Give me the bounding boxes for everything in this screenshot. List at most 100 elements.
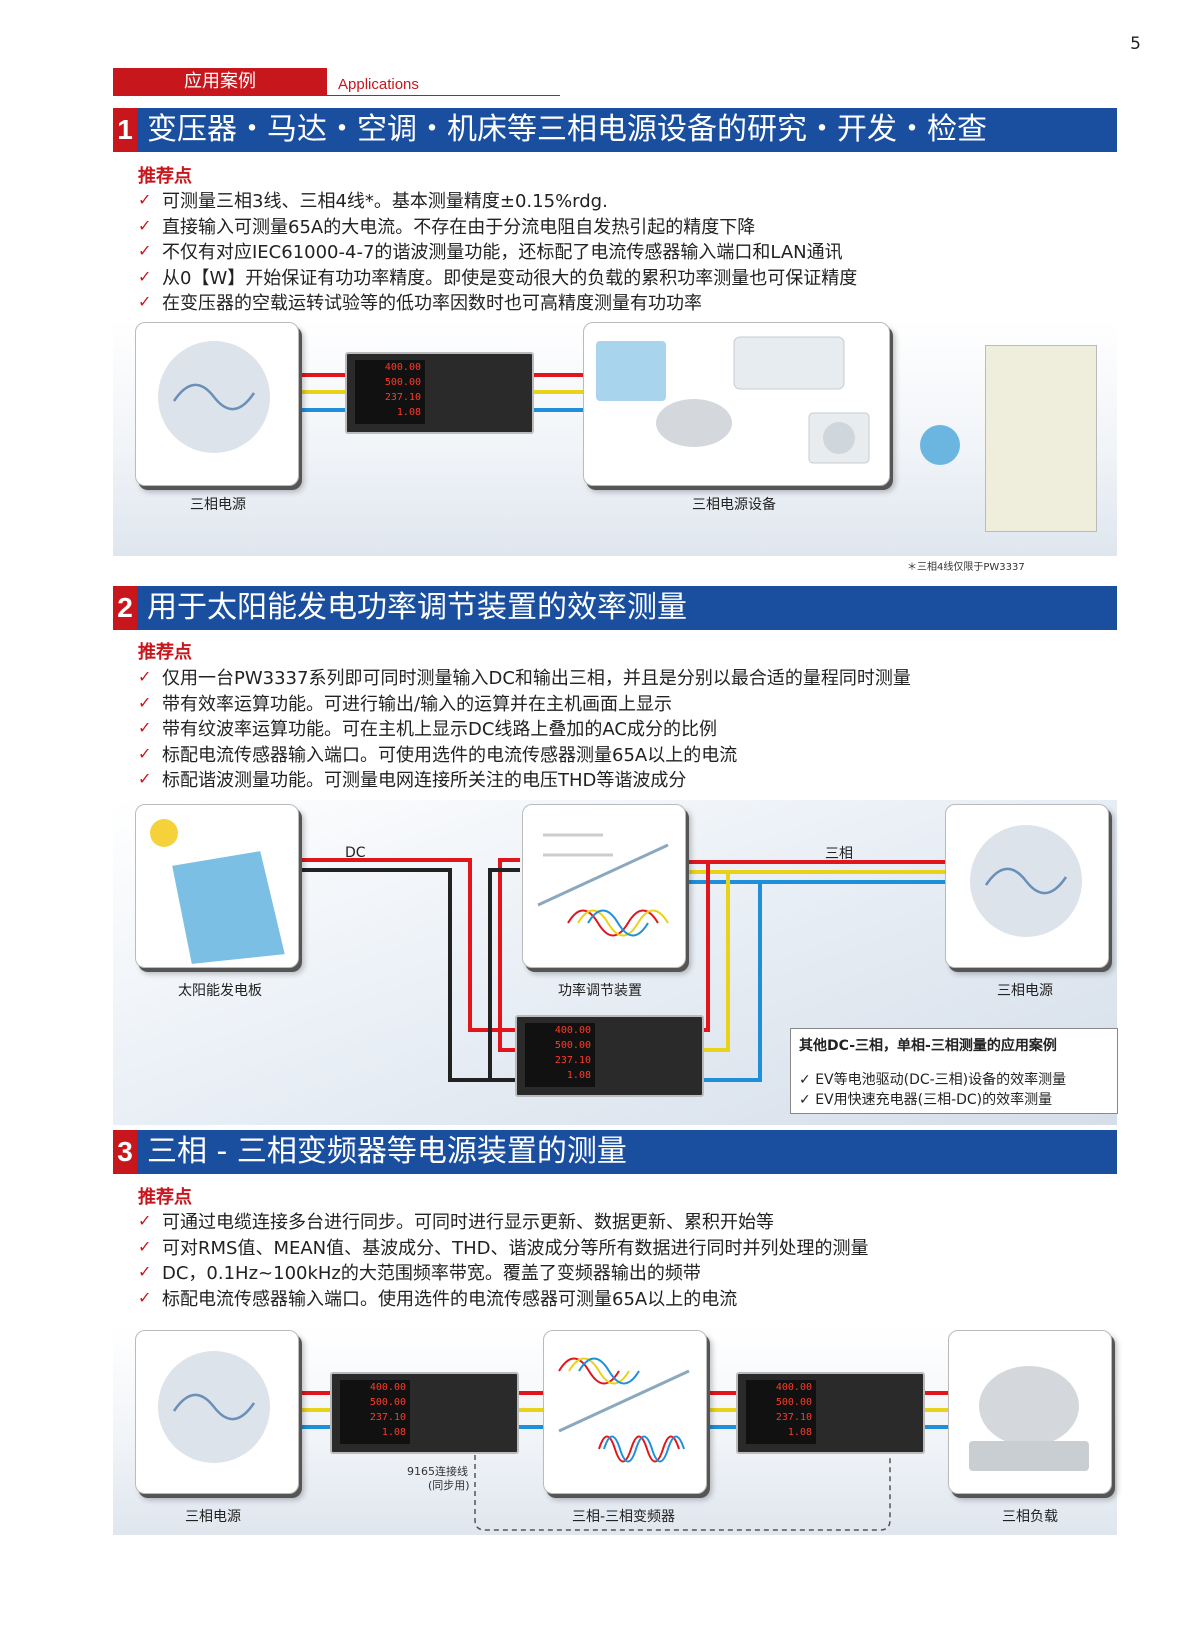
- meter-reading: 1.08: [396, 407, 421, 418]
- caption-source: 三相电源: [190, 497, 246, 513]
- recommend-label: 推荐点: [138, 166, 192, 187]
- list-item: ✓标配电流传感器输入端口。使用选件的电流传感器可测量65A以上的电流: [138, 1287, 869, 1313]
- meter-display: 400.00 500.00 237.10 1.08: [340, 1380, 410, 1444]
- meter-reading: 400.00: [369, 1382, 406, 1393]
- list-item: ✓标配电流传感器输入端口。可使用选件的电流传感器测量65A以上的电流: [138, 743, 911, 769]
- three-phase-source-card: [945, 804, 1109, 968]
- check-icon: ✓: [138, 1236, 152, 1256]
- info-box-title: 其他DC-三相，单相-三相测量的应用案例: [799, 1038, 1057, 1054]
- test-rack-icon: [985, 345, 1097, 532]
- caption-solar: 太阳能发电板: [178, 983, 262, 999]
- section-title: 变压器・马达・空调・机床等三相电源设备的研究・开发・检查: [147, 112, 987, 147]
- meter-display: 400.00 500.00 237.10 1.08: [355, 360, 425, 424]
- check-icon: ✓: [138, 190, 152, 209]
- section-title: 三相 - 三相变频器等电源装置的测量: [147, 1134, 627, 1169]
- section-2-header: 2 用于太阳能发电功率调节装置的效率测量: [113, 586, 1117, 630]
- page-number: 5: [1130, 34, 1141, 54]
- list-item: ✓仅用一台PW3337系列即可同时测量输入DC和输出三相，并且是分别以最合适的量…: [138, 666, 911, 692]
- motor-icon: [969, 1366, 1089, 1471]
- sine-wave-icon: [158, 1351, 270, 1463]
- section-number: 2: [113, 586, 137, 630]
- meter-reading: 400.00: [384, 362, 421, 373]
- section-3-header: 3 三相 - 三相变频器等电源装置的测量: [113, 1130, 1117, 1174]
- recommend-list: ✓可测量三相3线、三相4线*。基本测量精度±0.15%rdg. ✓直接输入可测量…: [138, 189, 857, 317]
- info-box-item: ✓ EV用快速充电器(三相-DC)的效率测量: [799, 1092, 1053, 1108]
- worker-icon: [920, 425, 960, 465]
- recommend-list: ✓仅用一台PW3337系列即可同时测量输入DC和输出三相，并且是分别以最合适的量…: [138, 666, 911, 794]
- meter-reading: 1.08: [381, 1427, 406, 1438]
- list-item: ✓在变压器的空载运转试验等的低功率因数时也可高精度测量有功功率: [138, 291, 857, 317]
- meter-reading: 500.00: [775, 1397, 812, 1408]
- sine-wave-icon: [158, 341, 270, 453]
- meter-reading: 1.08: [566, 1070, 591, 1081]
- list-item: ✓DC，0.1Hz~100kHz的大范围频率带宽。覆盖了变频器输出的频带: [138, 1261, 869, 1287]
- check-icon: ✓: [799, 1092, 816, 1108]
- list-item: ✓可对RMS值、MEAN值、基波成分、THD、谐波成分等所有数据进行同时并列处理…: [138, 1236, 869, 1262]
- info-box-item: ✓ EV等电池驱动(DC-三相)设备的效率测量: [799, 1072, 1067, 1088]
- section-tag: 应用案例: [113, 68, 327, 96]
- section-tag-english: Applications: [338, 76, 419, 93]
- list-item: ✓不仅有对应IEC61000-4-7的谐波测量功能，还标配了电流传感器输入端口和…: [138, 240, 857, 266]
- meter-reading: 237.10: [554, 1055, 591, 1066]
- list-item: ✓带有纹波率运算功能。可在主机上显示DC线路上叠加的AC成分的比例: [138, 717, 911, 743]
- meter-reading: 1.08: [787, 1427, 812, 1438]
- section-number: 3: [113, 1130, 137, 1174]
- meter-reading: 400.00: [554, 1025, 591, 1036]
- caption-dc: DC: [345, 845, 366, 861]
- power-meter-device: 400.00 500.00 237.10 1.08: [345, 352, 534, 434]
- list-item: ✓从0【W】开始保证有功功率精度。即使是变动很大的负载的累积功率测量也可保证精度: [138, 266, 857, 292]
- power-conditioner-card: [522, 804, 686, 968]
- meter-reading: 500.00: [554, 1040, 591, 1051]
- section-title: 用于太阳能发电功率调节装置的效率测量: [147, 590, 687, 625]
- waveform-icon: [558, 1357, 690, 1463]
- caption-pcs: 功率调节装置: [558, 983, 642, 999]
- caption-source: 三相电源: [185, 1509, 241, 1525]
- check-icon: ✓: [138, 743, 152, 763]
- check-icon: ✓: [138, 1287, 152, 1307]
- cable-label: 9165连接线: [407, 1465, 468, 1478]
- list-item: ✓带有效率运算功能。可进行输出/输入的运算并在主机画面上显示: [138, 692, 911, 718]
- meter-reading: 500.00: [369, 1397, 406, 1408]
- meter-reading: 500.00: [384, 377, 421, 388]
- meter-display: 400.00 500.00 237.10 1.08: [525, 1023, 595, 1087]
- meter-reading: 237.10: [369, 1412, 406, 1423]
- application-info-box: 其他DC-三相，单相-三相测量的应用案例 ✓ EV等电池驱动(DC-三相)设备的…: [790, 1028, 1118, 1114]
- equipment-illustration-icon: [596, 336, 870, 464]
- section-number: 1: [113, 108, 137, 152]
- section-1-header: 1 变压器・马达・空调・机床等三相电源设备的研究・开发・检查: [113, 108, 1117, 152]
- recommend-label: 推荐点: [138, 642, 192, 663]
- meter-reading: 237.10: [775, 1412, 812, 1423]
- power-meter-device: 400.00 500.00 237.10 1.08: [330, 1372, 519, 1454]
- list-item: ✓可通过电缆连接多台进行同步。可同时进行显示更新、数据更新、累积开始等: [138, 1210, 869, 1236]
- check-icon: ✓: [138, 241, 152, 261]
- list-item: ✓标配谐波测量功能。可测量电网连接所关注的电压THD等谐波成分: [138, 768, 911, 794]
- power-meter-device: 400.00 500.00 237.10 1.08: [515, 1015, 704, 1097]
- recommend-list: ✓可通过电缆连接多台进行同步。可同时进行显示更新、数据更新、累积开始等 ✓可对R…: [138, 1210, 869, 1312]
- tag-underline: [327, 95, 560, 96]
- check-icon: ✓: [138, 718, 152, 738]
- three-phase-load-card: [948, 1330, 1112, 1494]
- sine-wave-icon: [970, 825, 1082, 937]
- solar-panel-icon: [150, 819, 288, 967]
- check-icon: ✓: [138, 667, 152, 686]
- caption-source: 三相电源: [997, 983, 1053, 999]
- check-icon: ✓: [138, 1211, 152, 1230]
- check-icon: ✓: [138, 692, 152, 712]
- caption-load: 三相负载: [1002, 1509, 1058, 1525]
- check-icon: ✓: [138, 266, 152, 286]
- list-item: ✓可测量三相3线、三相4线*。基本测量精度±0.15%rdg.: [138, 189, 857, 215]
- list-item: ✓直接输入可测量65A的大电流。不存在由于分流电阻自发热引起的精度下降: [138, 215, 857, 241]
- caption-equipment: 三相电源设备: [692, 497, 776, 513]
- cable-sublabel: (同步用): [428, 1479, 470, 1492]
- recommend-label: 推荐点: [138, 1187, 192, 1208]
- three-phase-equipment-card: [583, 322, 890, 486]
- three-phase-source-card: [135, 1330, 299, 1494]
- solar-panel-card: [135, 804, 299, 968]
- check-icon: ✓: [138, 769, 152, 789]
- meter-reading: 237.10: [384, 392, 421, 403]
- waveform-icon: [537, 833, 669, 937]
